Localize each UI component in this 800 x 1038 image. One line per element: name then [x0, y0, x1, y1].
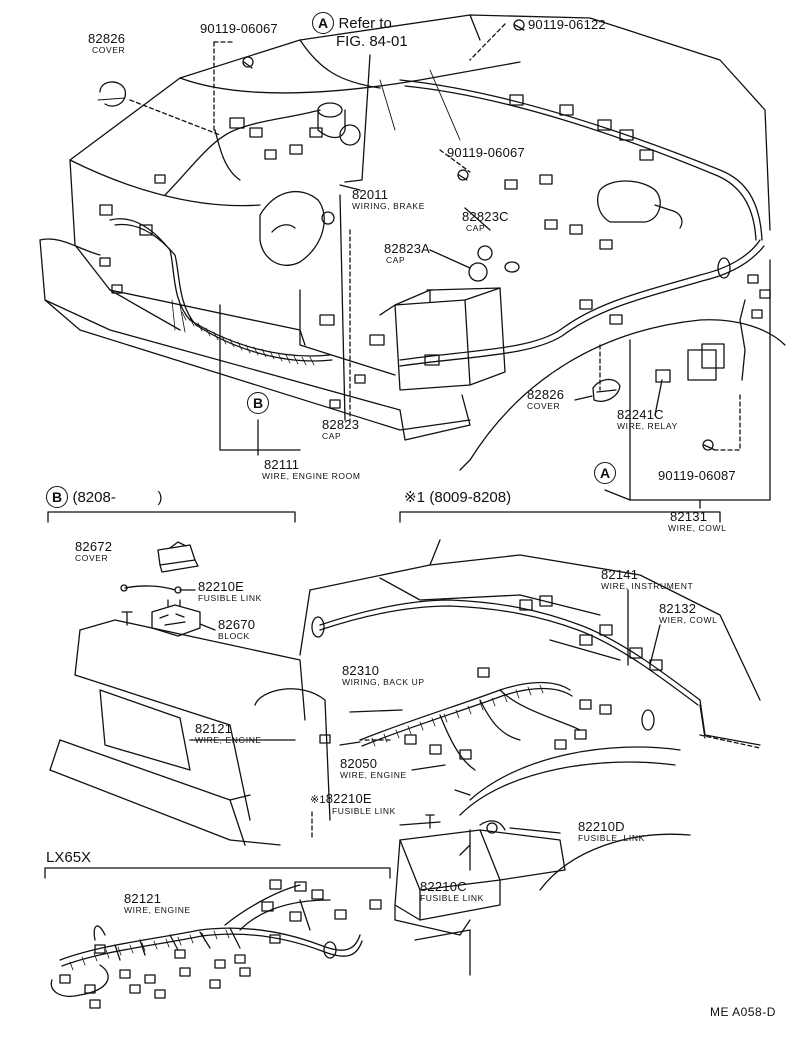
label-wire-engine-82121-b: 82121 WIRE, ENGINE — [195, 721, 262, 745]
label-fusible-link-82210d: 82210D FUSIBLE, LINK — [578, 819, 645, 843]
label-wier-cowl-82132: 82132 WIER, COWL — [659, 601, 718, 625]
label-wire-cowl-82131: 82131 WIRE, COWL — [668, 509, 727, 533]
label-wire-engine-82121-lx: 82121 WIRE, ENGINE — [124, 891, 191, 915]
label-fusible-link-82210e: 82210E FUSIBLE LINK — [198, 579, 262, 603]
label-wiring-back-up-82310: 82310 WIRING, BACK UP — [342, 663, 425, 687]
label-bolt-90119-06087: 90119-06087 — [658, 468, 736, 483]
engine-room-leader-lines — [129, 23, 771, 509]
label-cover-82826-right: 82826 COVER — [527, 387, 565, 411]
label-wiring-brake-82011: 82011 WIRING, BRAKE — [352, 187, 425, 211]
label-block-82670: 82670 BLOCK — [218, 617, 256, 641]
section-lx65x-title: LX65X — [46, 849, 92, 866]
label-bolt-90119-06122: 90119-06122 — [528, 17, 606, 32]
label-fusible-link-82210e-star: ※182210E FUSIBLE LINK — [310, 791, 396, 816]
label-refer-fig: A Refer to — [312, 12, 392, 34]
label-bolt-90119-06067-top: 90119-06067 — [200, 21, 278, 36]
circle-a-marker-cowl: A — [594, 462, 616, 484]
label-fusible-link-82210c: 82210C FUSIBLE LINK — [420, 879, 484, 903]
label-bolt-90119-06067-mid: 90119-06067 — [447, 145, 525, 160]
engine-room-harness — [97, 19, 771, 451]
label-cap-82823c: 82823C CAP — [462, 209, 509, 233]
label-wire-relay-82241c: 82241C WIRE, RELAY — [617, 407, 678, 431]
circle-b-marker-top: B — [247, 392, 269, 414]
figure-code: ME A058-D — [710, 1005, 776, 1019]
section-star-marker: ※1 — [404, 489, 425, 506]
label-cap-82823a: 82823A CAP — [384, 241, 431, 265]
section-b-range: (8208- ) — [72, 489, 163, 506]
circle-a-marker: A — [312, 12, 334, 34]
label-cover-82826-top: 82826 COVER — [88, 31, 126, 55]
engine-room-body — [39, 14, 786, 471]
refer-fig-number: FIG. 84-01 — [336, 33, 408, 50]
label-cover-82672: 82672 COVER — [75, 539, 113, 563]
section-lx-drawing — [44, 867, 391, 1009]
section-b-heading: B (8208- ) — [46, 486, 162, 508]
section-star-drawing — [254, 511, 761, 976]
label-wire-engine-82050: 82050 WIRE, ENGINE — [340, 756, 407, 780]
label-wire-instrument-82141: 82141 WIRE, INSTRUMENT — [601, 567, 694, 591]
label-wire-engine-room-82111: 82111 WIRE, ENGINE ROOM — [262, 457, 361, 481]
refer-to-text: Refer to — [338, 15, 392, 32]
section-star-range: (8009-8208) — [429, 489, 512, 506]
section-star-heading: ※1 (8009-8208) — [404, 490, 511, 506]
label-cap-82823: 82823 CAP — [322, 417, 360, 441]
circle-b-marker-section: B — [46, 486, 68, 508]
